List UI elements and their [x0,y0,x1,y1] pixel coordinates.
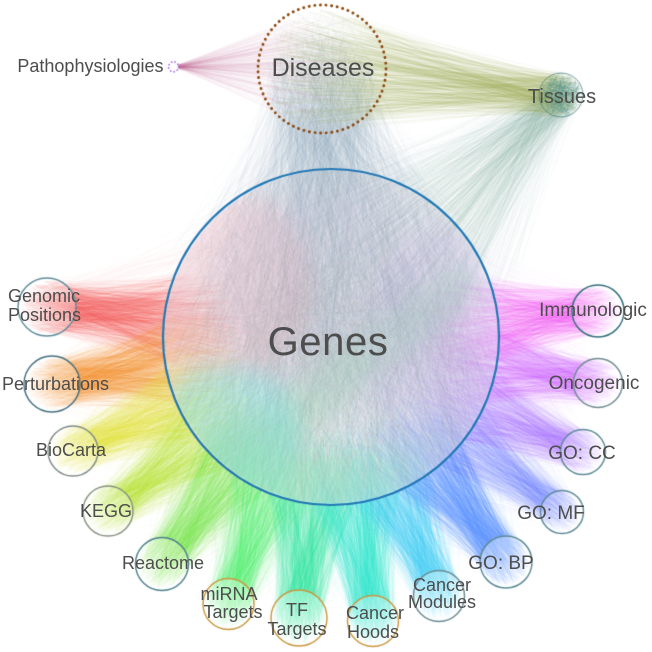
svg-text:Genes: Genes [268,320,389,364]
svg-text:KEGG: KEGG [80,501,132,521]
svg-text:Positions: Positions [8,305,81,325]
svg-text:Modules: Modules [408,592,476,612]
svg-text:Targets: Targets [267,619,326,639]
svg-text:miRNA: miRNA [201,584,258,604]
svg-text:Targets: Targets [203,602,262,622]
svg-text:GO: BP: GO: BP [468,553,533,574]
svg-text:Reactome: Reactome [122,553,204,573]
svg-text:GO: MF: GO: MF [517,503,585,524]
svg-text:Cancer: Cancer [346,603,404,623]
svg-text:Cancer: Cancer [413,575,471,595]
svg-text:Immunologic: Immunologic [539,300,647,321]
svg-text:Genomic: Genomic [8,286,80,306]
svg-text:Perturbations: Perturbations [2,374,109,394]
svg-text:Pathophysiologies: Pathophysiologies [17,56,163,76]
svg-text:Tissues: Tissues [528,86,596,108]
svg-text:Oncogenic: Oncogenic [549,373,640,394]
svg-text:TF: TF [286,600,308,620]
svg-text:GO: CC: GO: CC [548,443,616,464]
svg-text:BioCarta: BioCarta [36,440,107,460]
svg-text:Diseases: Diseases [272,54,375,82]
svg-text:Hoods: Hoods [347,622,399,642]
